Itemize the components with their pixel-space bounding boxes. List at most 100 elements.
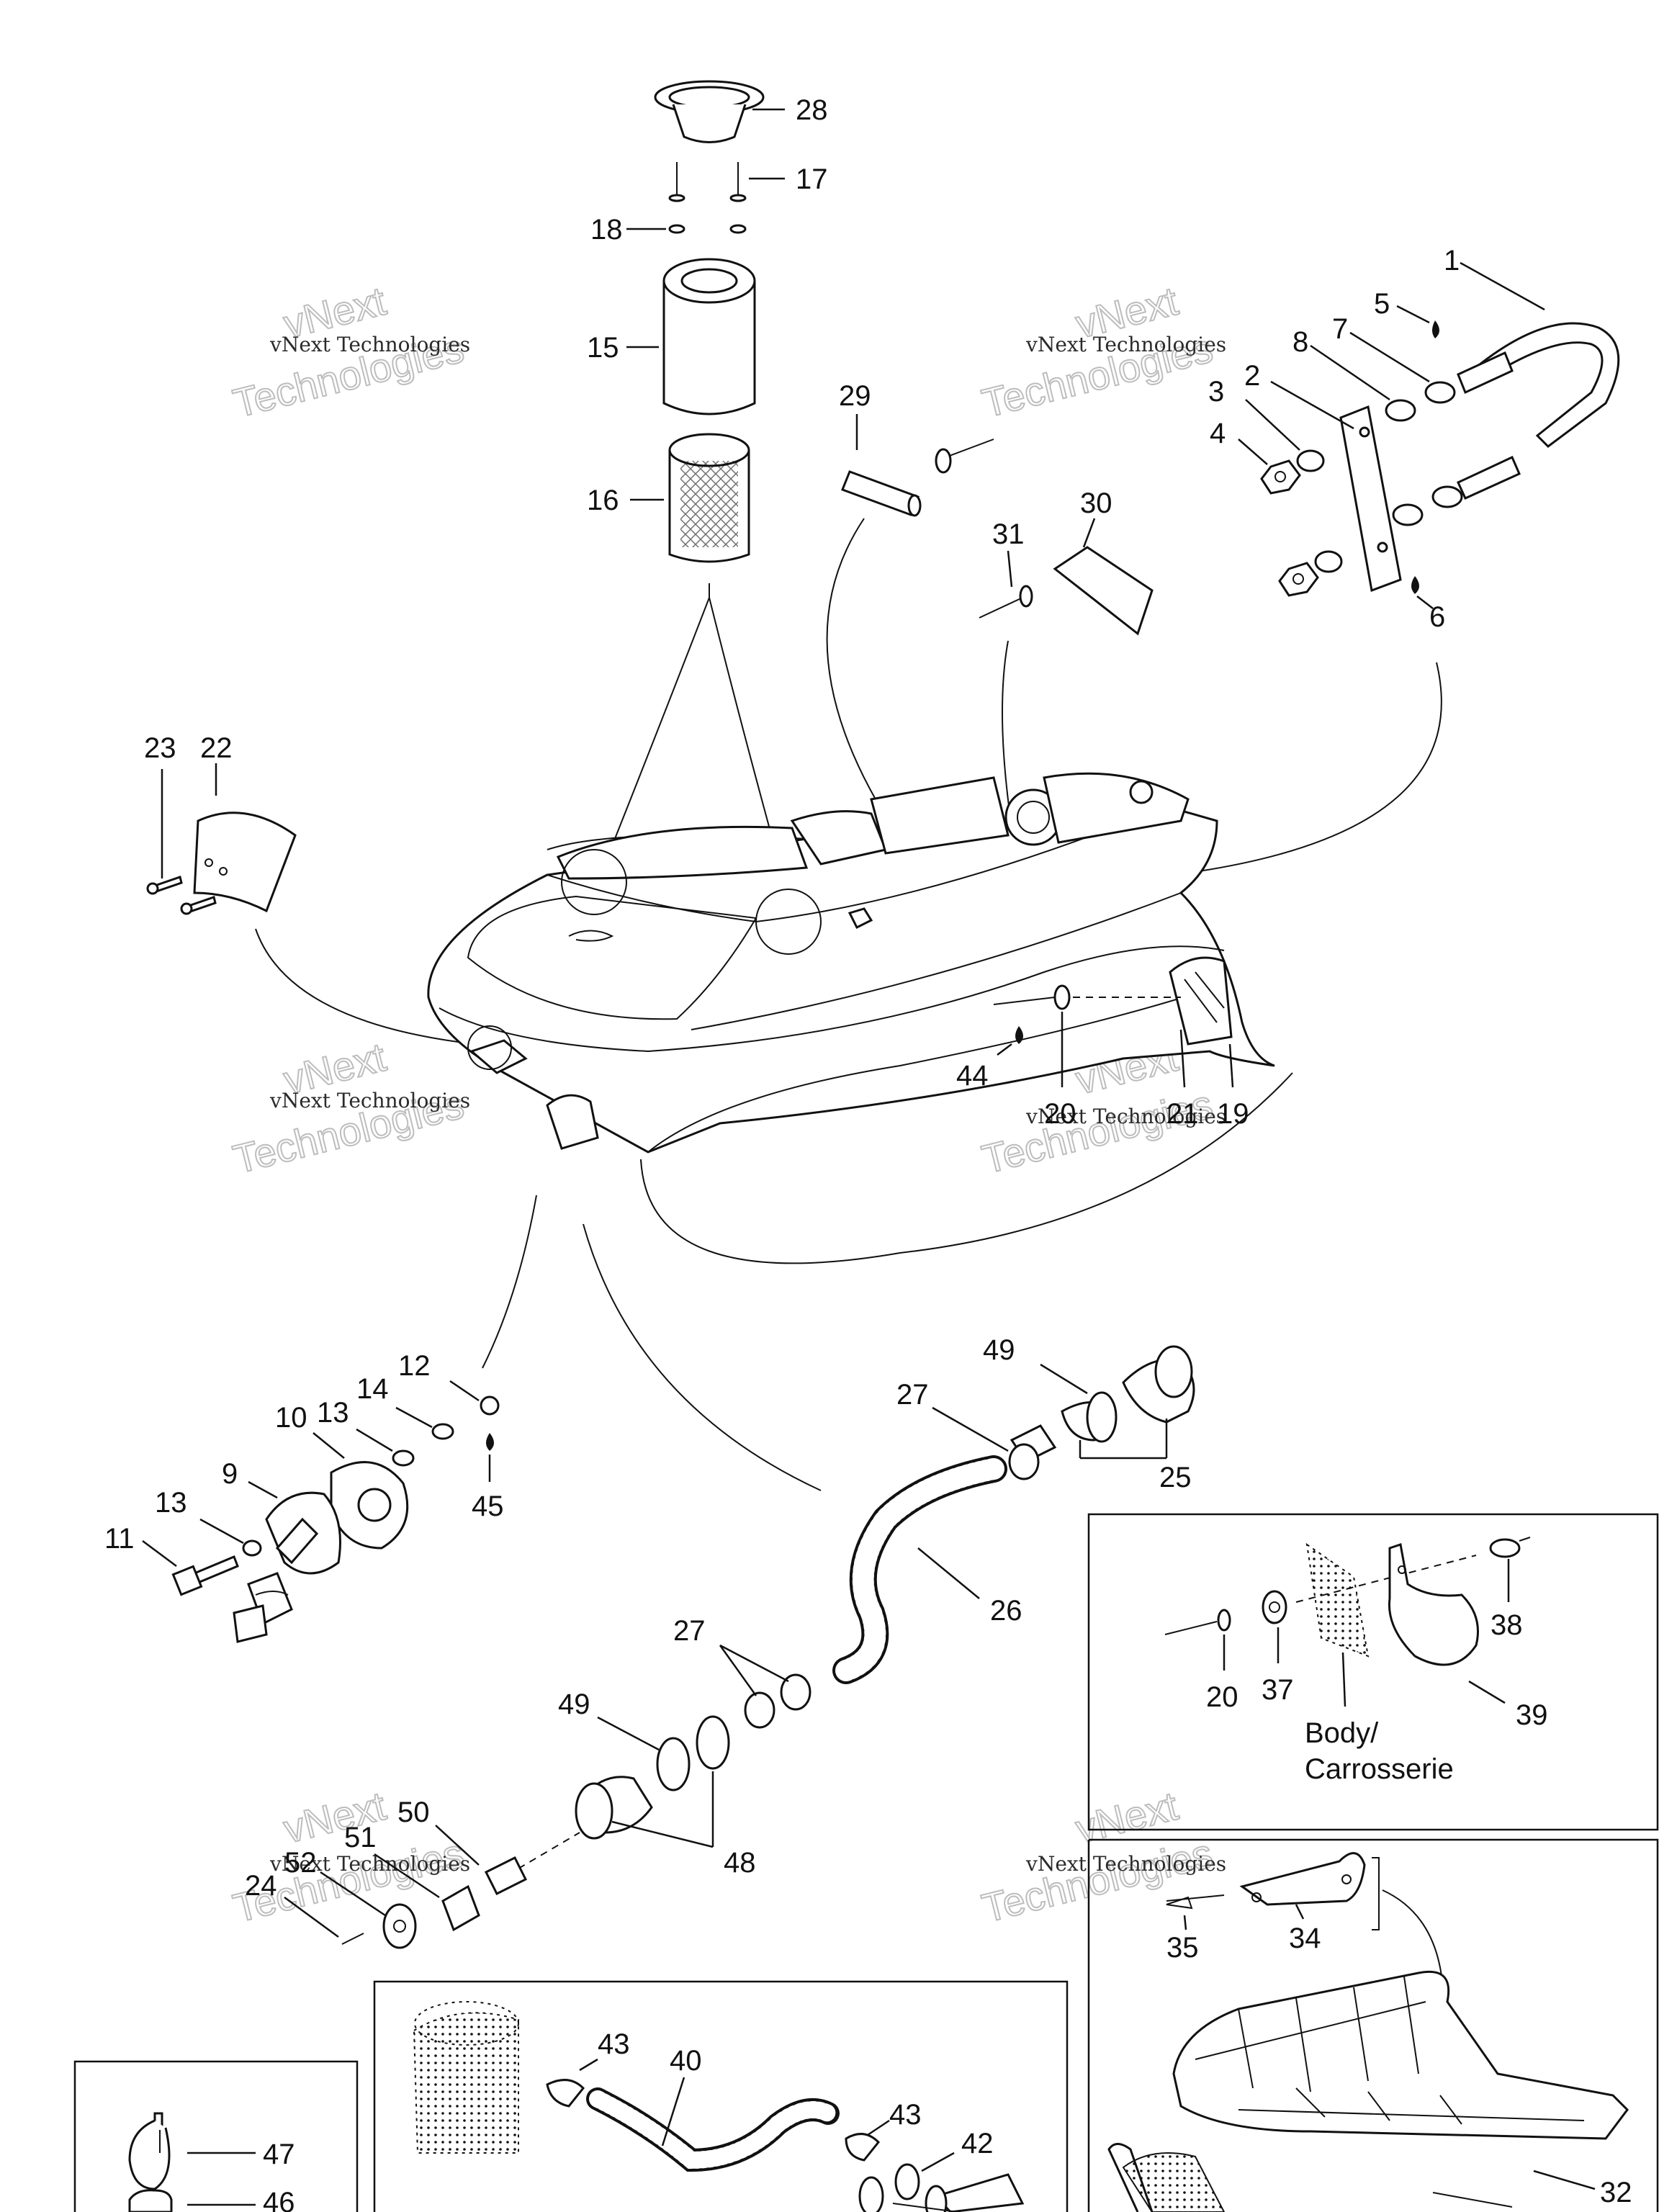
callout-43-right: 43 — [889, 2099, 922, 2131]
callout-40: 40 — [670, 2045, 702, 2077]
inset-hose-parts: 43 40 43 42 — [413, 2001, 1025, 2212]
part-29-tube: 29 — [826, 380, 994, 829]
callout-52: 52 — [284, 1847, 317, 1879]
inset-box-ties — [73, 2060, 359, 2212]
callout-25: 25 — [1159, 1462, 1192, 1493]
svg-text:vNext Technologies: vNext Technologies — [269, 1852, 470, 1876]
inset-box-clip — [1087, 1513, 1659, 1831]
leader-hose — [583, 1223, 822, 1491]
svg-text:vNext Technologies: vNext Technologies — [269, 1089, 470, 1112]
callout-13-bottom: 13 — [155, 1487, 187, 1519]
callout-32: 32 — [1600, 2177, 1632, 2208]
clamp-27-top: 27 — [896, 1379, 1040, 1480]
part-13-washer-top: 13 — [317, 1397, 415, 1467]
callout-15: 15 — [587, 332, 619, 364]
dot-45: 45 — [472, 1433, 504, 1522]
callout-2: 2 — [1244, 360, 1260, 392]
callout-22: 22 — [200, 732, 233, 764]
callout-5: 5 — [1374, 288, 1390, 320]
watermark-2: vNext Technologies vNext Technologies — [977, 277, 1226, 427]
watermark-3: vNext Technologies vNext Technologies — [228, 1033, 470, 1183]
screws-23: 23 — [144, 732, 217, 915]
part-30-pad: 30 — [1053, 487, 1154, 636]
rivet-20-top: 20 — [993, 984, 1181, 1130]
part-14-washer: 14 — [356, 1373, 454, 1440]
callout-28: 28 — [796, 94, 828, 126]
callout-17: 17 — [796, 163, 828, 195]
callout-44: 44 — [956, 1060, 989, 1092]
cup-holder-body: 15 — [587, 258, 756, 415]
part-9-drain: 9 — [222, 1458, 341, 1643]
leader-right — [640, 1072, 1293, 1264]
cup-holder-ring: 28 — [654, 80, 828, 143]
watermark-5: vNext Technologies vNext Technologies — [228, 1782, 470, 1932]
part-31-rivet: 31 — [979, 518, 1033, 850]
part-11-bolt: 11 — [104, 1523, 239, 1596]
callout-45: 45 — [472, 1491, 504, 1522]
callout-21-group: 21 — [1166, 1029, 1199, 1130]
inset-box-hose — [373, 1980, 1069, 2212]
callout-12: 12 — [398, 1350, 431, 1382]
leader-drain — [482, 1195, 537, 1369]
callout-9: 9 — [222, 1458, 238, 1490]
callout-26: 26 — [990, 1595, 1022, 1627]
fitting-48: 48 — [575, 1771, 756, 1879]
inset-box-tray — [1087, 1838, 1659, 2212]
callout-27-bottom: 27 — [673, 1615, 706, 1647]
callout-49-bottom: 49 — [558, 1689, 590, 1720]
body-label-line2: Carrosserie — [1305, 1753, 1454, 1785]
callout-23: 23 — [144, 732, 176, 764]
callout-31: 31 — [992, 518, 1025, 550]
watermark-6: vNext Technologies vNext Technologies — [977, 1782, 1226, 1932]
dot-6: 6 — [1411, 576, 1445, 633]
fitting-25-top: 25 — [1010, 1345, 1195, 1493]
callout-34: 34 — [1289, 1923, 1321, 1954]
callout-20-inset: 20 — [1206, 1681, 1238, 1713]
callout-13-top: 13 — [317, 1397, 349, 1429]
inset-clip-parts: 20 37 38 39 Body/ Carrosserie — [1164, 1537, 1548, 1785]
clamps-27-bottom: 27 — [673, 1615, 811, 1729]
callout-51: 51 — [344, 1822, 377, 1853]
callout-50: 50 — [397, 1797, 430, 1828]
callout-29: 29 — [839, 380, 871, 412]
callout-20-top: 20 — [1044, 1098, 1076, 1130]
part-22-cover: 22 — [193, 732, 297, 913]
plate-2: 2 — [1244, 360, 1402, 593]
dash-hose — [518, 1832, 580, 1869]
callout-24: 24 — [245, 1870, 277, 1902]
callout-3: 3 — [1208, 376, 1224, 408]
callout-35: 35 — [1166, 1932, 1199, 1964]
part-24: 24 — [245, 1870, 364, 1945]
callout-1: 1 — [1444, 245, 1460, 276]
inset-ties-parts: 47 46 — [128, 2112, 295, 2212]
callout-42: 42 — [961, 2128, 994, 2159]
part-50: 50 — [397, 1797, 528, 1896]
callout-27-top: 27 — [896, 1379, 929, 1411]
inset-tray-parts: 35 34 32 — [1107, 1852, 1632, 2212]
callout-19-group: 19 — [1217, 1043, 1249, 1130]
part-12-nut: 12 — [398, 1350, 500, 1416]
cup-holder-liner: 16 — [587, 433, 750, 563]
callout-30: 30 — [1080, 487, 1112, 519]
washer-8: 8 — [1292, 326, 1424, 526]
svg-text:vNext Technologies: vNext Technologies — [1025, 333, 1226, 356]
callout-43-left: 43 — [598, 2028, 630, 2060]
callout-11: 11 — [104, 1523, 135, 1555]
nut-4: 4 — [1210, 418, 1319, 597]
leader-22 — [255, 928, 476, 1045]
callout-47: 47 — [263, 2139, 295, 2170]
callout-6: 6 — [1429, 601, 1445, 633]
callout-7: 7 — [1332, 313, 1348, 345]
screws-17: 17 — [668, 162, 828, 202]
callout-49-top: 49 — [983, 1334, 1015, 1366]
callout-14: 14 — [356, 1373, 389, 1405]
svg-text:vNext Technologies: vNext Technologies — [269, 333, 470, 356]
callout-46: 46 — [263, 2187, 295, 2212]
callout-19: 19 — [1217, 1098, 1249, 1130]
callout-37: 37 — [1262, 1674, 1294, 1706]
washer-49-top: 49 — [983, 1334, 1118, 1443]
part-52: 52 — [284, 1847, 417, 1949]
dot-5: 5 — [1374, 288, 1439, 338]
washer-3: 3 — [1208, 376, 1343, 573]
